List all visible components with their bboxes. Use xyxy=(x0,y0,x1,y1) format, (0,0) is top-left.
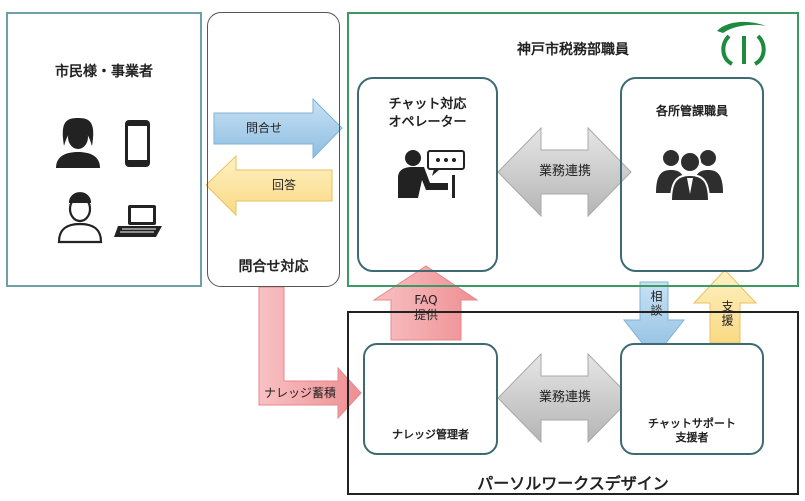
citizens-panel xyxy=(6,12,202,287)
smartphone-icon xyxy=(125,120,150,167)
manager-label: ナレッジ管理者 xyxy=(392,428,469,441)
inquiry-panel xyxy=(207,12,340,287)
inquiry-title: 問合せ対応 xyxy=(238,259,309,275)
knowledge-arrow xyxy=(258,286,362,420)
operator-chat-icon xyxy=(398,150,465,198)
kobe-city-logo xyxy=(717,21,766,66)
supporter-label: チャットサポート 支援者 xyxy=(648,417,736,445)
woman-icon xyxy=(56,118,100,168)
inquiry-arrow xyxy=(213,97,343,160)
supporter-box xyxy=(620,343,764,455)
persol-panel xyxy=(347,311,799,495)
answer-arrow xyxy=(205,154,333,217)
kobe-title: 神戸市税務部職員 xyxy=(517,42,629,58)
collab-top-label: 業務連携 xyxy=(538,164,591,179)
support-arrow-label: 支援 xyxy=(720,300,734,328)
faq-arrow-label: FAQ 提供 xyxy=(413,293,438,322)
man-icon xyxy=(57,192,103,244)
consult-arrow-label: 相談 xyxy=(649,290,663,318)
staff-group-icon xyxy=(656,150,723,202)
collab-top-arrow xyxy=(497,126,632,218)
collab-bottom-label: 業務連携 xyxy=(538,390,591,405)
staff-box xyxy=(620,77,764,272)
operator-label: チャット対応 オペレーター xyxy=(388,97,467,130)
consult-arrow xyxy=(622,281,686,359)
kobe-panel xyxy=(347,12,799,287)
manager-box xyxy=(363,343,498,455)
knowledge-arrow-label: ナレッジ蓄積 xyxy=(263,386,336,400)
laptop-icon xyxy=(114,205,162,237)
operator-box xyxy=(357,77,498,272)
inquiry-arrow-label: 問合せ xyxy=(245,121,282,135)
persol-title: パーソルワークスデザイン xyxy=(477,474,669,493)
answer-arrow-label: 回答 xyxy=(271,178,296,192)
staff-label: 各所管課職員 xyxy=(655,104,728,118)
citizens-title: 市民様・事業者 xyxy=(55,64,153,80)
